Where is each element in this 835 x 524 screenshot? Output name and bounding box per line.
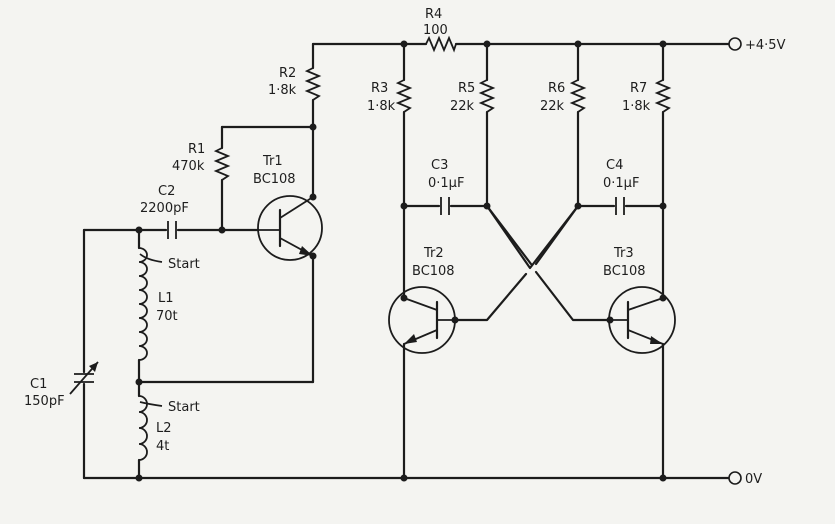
l1-start-label: Start [168, 257, 200, 272]
tr1-name: Tr1 [262, 154, 283, 169]
tr2-name: Tr2 [423, 246, 444, 261]
r3-value: 1·8k [367, 99, 396, 114]
capacitor-c3: C3 0·1µF [402, 158, 489, 215]
r3-name: R3 [371, 81, 388, 96]
capacitor-c4: C4 0·1µF [576, 158, 665, 215]
c1-value: 150pF [24, 394, 65, 409]
resistor-r1: R1 470k [172, 125, 315, 232]
cross-coupling-wires [453, 204, 612, 322]
ground-rail-label: 0V [745, 472, 762, 487]
c4-name: C4 [606, 158, 623, 173]
inductor-l2: Start L2 4t [137, 395, 200, 480]
l2-value: 4t [156, 439, 169, 454]
l2-start-label: Start [168, 400, 200, 415]
inductor-l1: Start L1 70t [137, 228, 200, 398]
c2-value: 2200pF [140, 201, 189, 216]
variable-capacitor-c1: C1 150pF [24, 228, 99, 480]
c3-name: C3 [431, 158, 448, 173]
c4-value: 0·1µF [603, 176, 639, 191]
r6-name: R6 [548, 81, 565, 96]
r5-name: R5 [458, 81, 475, 96]
c1-name: C1 [30, 377, 47, 392]
r1-name: R1 [188, 142, 205, 157]
resistor-r3: R3 1·8k [367, 42, 413, 300]
transistor-tr1: Tr1 BC108 [253, 154, 323, 261]
r4-name: R4 [425, 7, 442, 22]
tr1-type: BC108 [253, 172, 296, 187]
l1-name: L1 [158, 291, 174, 306]
resistor-r5: R5 22k [450, 42, 496, 208]
capacitor-c2: C2 2200pF [82, 184, 260, 239]
junction-dots [135, 40, 667, 482]
positive-terminal [728, 37, 742, 51]
l1-value: 70t [156, 309, 178, 324]
resistor-r2: R2 1·8k [268, 42, 322, 199]
transistor-tr2: Tr2 BC108 [388, 246, 456, 480]
resistor-r4: R4 100 [423, 7, 457, 53]
r7-name: R7 [630, 81, 647, 96]
r2-name: R2 [279, 66, 296, 81]
l2-name: L2 [156, 421, 172, 436]
r2-value: 1·8k [268, 83, 297, 98]
positive-rail: +4·5V [311, 37, 786, 53]
positive-rail-label: +4·5V [745, 38, 786, 53]
c3-value: 0·1µF [428, 176, 464, 191]
transistor-tr3: Tr3 BC108 [603, 246, 676, 480]
resistor-r6: R6 22k [540, 42, 587, 208]
r1-value: 470k [172, 159, 205, 174]
r5-value: 22k [450, 99, 475, 114]
tr3-name: Tr3 [613, 246, 634, 261]
r7-value: 1·8k [622, 99, 651, 114]
tr2-type: BC108 [412, 264, 455, 279]
r6-value: 22k [540, 99, 565, 114]
ground-terminal [728, 471, 742, 485]
r4-value: 100 [423, 23, 448, 38]
c2-name: C2 [158, 184, 175, 199]
tr3-type: BC108 [603, 264, 646, 279]
